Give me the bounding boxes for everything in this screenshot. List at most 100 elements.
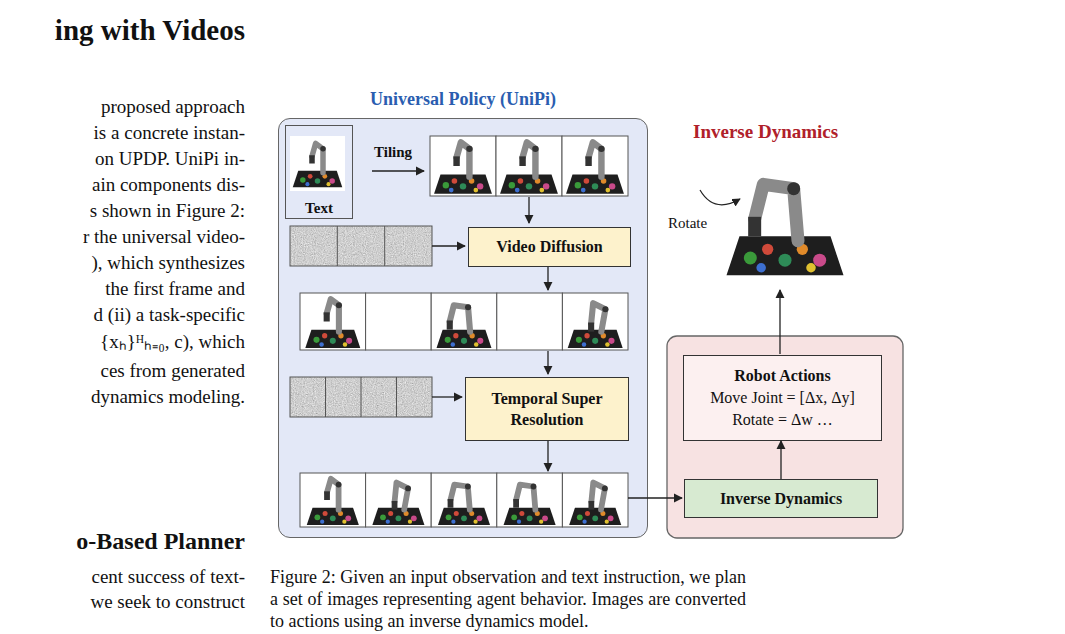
frame-border (300, 473, 366, 527)
frame-border (496, 136, 562, 196)
body-text: s shown in Figure 2: (90, 199, 245, 223)
node-text: Move Joint = [Δx, Δy] (710, 387, 855, 409)
robot-scene (453, 142, 472, 176)
process-box: Video Diffusion (468, 227, 631, 267)
robot-scene (324, 479, 341, 510)
noise-strip (290, 377, 432, 417)
noise-divider (361, 377, 362, 417)
noise-divider (396, 377, 397, 417)
flow-arrow (779, 290, 780, 354)
robot-scene (519, 142, 538, 176)
generated-frame (431, 293, 497, 350)
flow-arrow (372, 170, 424, 171)
body-text: dynamics modeling. (91, 385, 245, 409)
body-text: ces from generated (100, 359, 245, 383)
frame-border (497, 473, 563, 527)
frame-border (562, 473, 628, 527)
frame-border (430, 136, 496, 196)
robot-illustration (748, 182, 800, 240)
input-box: Text (285, 125, 353, 219)
body-text: we seek to construct (90, 590, 245, 614)
tiled-frame (430, 136, 496, 196)
body-text: ), which synthesizes (91, 251, 245, 275)
table-scene (504, 508, 556, 525)
node-heading: Text (286, 200, 352, 217)
noise-strip (290, 226, 432, 266)
flow-arrow (547, 351, 548, 374)
noise-border (290, 226, 432, 266)
tiled-frame (562, 136, 628, 196)
frame-border (562, 136, 628, 196)
dense-frame (497, 473, 563, 527)
body-text: {xₕ}ᴴₕ₌₀, c), which (100, 330, 245, 354)
frame-border (562, 293, 628, 350)
robot-scene (448, 484, 471, 510)
table-scene (293, 171, 343, 188)
blank-frame (497, 293, 563, 350)
panel-box: Universal Policy (UniPi)TextVideo Diffus… (278, 118, 648, 538)
robot-scene (309, 143, 326, 172)
input-frame (290, 136, 345, 191)
node-heading: Inverse Dynamics (720, 490, 842, 508)
table-scene (569, 508, 621, 525)
body-text: d (ii) a task-specific (94, 303, 245, 327)
frame-border (431, 473, 497, 527)
connector-arrow (780, 441, 781, 479)
table-scene (566, 175, 624, 194)
blank-frame (366, 293, 432, 350)
body-text: cent success of text- (91, 565, 245, 589)
noise-divider (337, 226, 338, 266)
frame-border (431, 293, 497, 350)
body-text: ain components dis- (92, 173, 245, 197)
table-scene (500, 175, 558, 194)
robot-scene (392, 483, 411, 510)
figure-caption: Figure 2: Given an input observation and… (270, 566, 746, 632)
noise-divider (384, 226, 385, 266)
body-text: the first frame and (105, 277, 245, 301)
section-heading: ing with Videos (55, 12, 245, 48)
frame-border (300, 293, 366, 350)
table-scene (434, 175, 492, 194)
robot-scene (324, 299, 342, 332)
robot-scene (447, 304, 471, 331)
tiled-frame (496, 136, 562, 196)
rotate-label: Rotate (668, 214, 707, 232)
noise-divider (325, 377, 326, 417)
column-clip: ing with Videosproposed approachis a con… (0, 0, 246, 634)
node-heading: Temporal Super Resolution (482, 388, 612, 430)
generated-frame (562, 293, 628, 350)
robot-scene (585, 142, 604, 176)
dense-frame (431, 473, 497, 527)
frame-bg (290, 136, 345, 191)
node-heading: Video Diffusion (496, 238, 603, 256)
table-scene (438, 508, 490, 525)
flow-arrow (547, 267, 548, 290)
process-box: Inverse Dynamics (684, 479, 878, 518)
body-text: r the universal video- (83, 225, 245, 249)
rotate-arrow (700, 190, 740, 205)
process-box: Temporal Super Resolution (465, 377, 629, 441)
generated-frame (300, 293, 366, 350)
table-scene (305, 330, 360, 348)
table-scene (372, 508, 424, 525)
robot-illustration (727, 236, 844, 275)
flow-arrow (528, 197, 529, 223)
section-title: Inverse Dynamics (693, 120, 838, 144)
flow-arrow (432, 396, 462, 397)
robot-scene (588, 303, 608, 332)
dense-frame (562, 473, 628, 527)
robot-scene (588, 483, 607, 510)
inverse-dynamics-panel (667, 336, 903, 538)
body-text: is a concrete instan- (94, 121, 245, 145)
dense-frame (300, 473, 366, 527)
subsection-heading: o-Based Planner (76, 526, 245, 556)
flow-arrow (432, 245, 465, 246)
flow-arrow (547, 441, 548, 471)
table-scene (437, 330, 492, 348)
dense-frame (366, 473, 432, 527)
table-scene (307, 508, 359, 525)
node-heading: Robot Actions (734, 365, 830, 387)
noise-border (290, 377, 432, 417)
node-heading: Universal Policy (UniPi) (279, 89, 647, 110)
